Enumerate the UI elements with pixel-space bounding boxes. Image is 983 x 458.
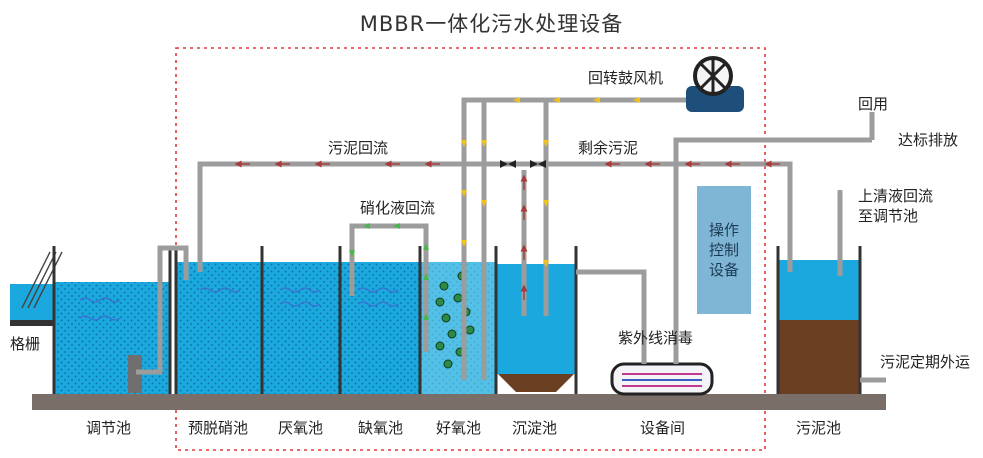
flow-arrows-yellow (461, 97, 640, 267)
flow-arrows-red (234, 160, 780, 300)
nitrate-return-label: 硝化液回流 (360, 199, 436, 217)
ground-slab (32, 394, 886, 410)
excess-sludge-label: 剩余污泥 (578, 139, 639, 157)
tank-label-predenitrification: 预脱硝池 (188, 419, 249, 437)
tank-label-aerobic: 好氧池 (436, 419, 482, 437)
tank-label-anaerobic: 厌氧池 (278, 419, 324, 437)
tank-label-regulating: 调节池 (86, 419, 132, 437)
tank-label-equipment-room: 设备间 (640, 419, 686, 437)
inlet-channel (10, 284, 54, 320)
control-label-2: 控制 (708, 240, 739, 259)
sludge-transport-label: 污泥定期外运 (880, 353, 971, 371)
control-label-1: 操作 (708, 220, 739, 239)
supernatant-return-label-1: 上清液回流 (858, 187, 934, 205)
blower-icon (686, 56, 744, 112)
pipes (136, 97, 886, 383)
grille-label: 格栅 (10, 335, 41, 353)
mbbr-carriers (435, 271, 475, 369)
regulating-tank-water (54, 282, 170, 394)
blower-label: 回转鼓风机 (588, 69, 664, 87)
discharge-label: 达标排放 (898, 131, 959, 149)
flow-arrows-green (349, 223, 429, 320)
valve-icons (500, 160, 546, 168)
control-equipment-box: 操作 控制 设备 (697, 186, 751, 314)
diagram-title: MBBR一体化污水处理设备 (359, 12, 624, 36)
grille-icon (21, 251, 63, 309)
reuse-label: 回用 (858, 95, 889, 113)
tank-label-sludge: 污泥池 (796, 419, 842, 437)
uv-label: 紫外线消毒 (618, 329, 694, 347)
lift-pump (128, 355, 142, 393)
settling-tank-water (496, 264, 576, 374)
tank-label-anoxic: 缺氧池 (358, 419, 404, 437)
sludge-tank-sludge (778, 320, 860, 394)
control-label-3: 设备 (708, 261, 739, 280)
settling-sludge-hopper (498, 374, 574, 392)
sludge-return-label: 污泥回流 (328, 139, 389, 157)
tank-label-settling: 沉淀池 (512, 419, 558, 437)
supernatant-return-label-2: 至调节池 (858, 207, 919, 225)
